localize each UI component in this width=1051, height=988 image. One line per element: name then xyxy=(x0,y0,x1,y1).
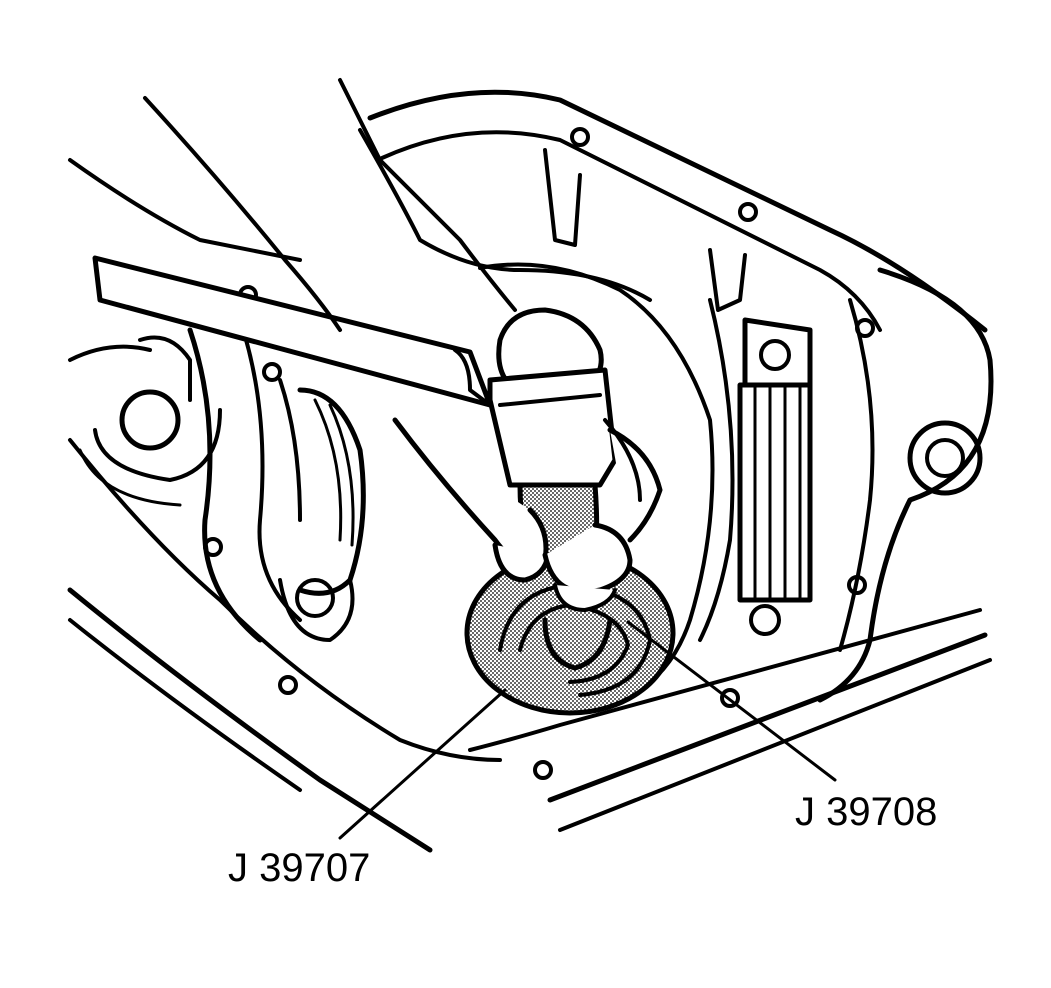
pan-bolt-hole-2 xyxy=(738,202,758,222)
callout-j39708: J 39708 xyxy=(795,790,938,834)
leader-line-j39708 xyxy=(626,620,837,782)
hand-wrist xyxy=(607,427,663,543)
pan-inner-upper-edge xyxy=(380,130,882,332)
hammer-handle xyxy=(92,255,493,408)
pan-bolt-hole-6 xyxy=(278,675,298,695)
right-boss-hole xyxy=(925,438,965,478)
lower-left-bolt xyxy=(295,578,335,618)
seal-installer-center xyxy=(542,617,613,671)
callout-j39707: J 39707 xyxy=(228,846,371,890)
pan-bolt-hole-8 xyxy=(533,760,553,780)
left-rib-1 xyxy=(187,327,263,643)
hand-finger-1 xyxy=(492,542,551,583)
pan-bolt-hole-4 xyxy=(847,575,867,595)
pan-bolt-hole-7 xyxy=(720,688,740,708)
lower-left-bolt-boss xyxy=(278,578,355,642)
inner-wall-left xyxy=(358,128,652,302)
left-rib-2 xyxy=(238,318,302,622)
left-bolt-boss xyxy=(119,389,181,451)
inner-wall-right xyxy=(698,298,735,642)
right-boss xyxy=(907,420,983,496)
hand-lower-arm xyxy=(68,158,302,262)
hand-wrist-inner xyxy=(603,418,642,502)
baffle-1 xyxy=(543,148,582,247)
right-baffle-bolt-top xyxy=(759,339,791,371)
left-gear-ring-1 xyxy=(313,398,343,542)
pan-bolt-hole-10 xyxy=(262,362,282,382)
pan-right-flange xyxy=(817,267,994,703)
right-baffle-top xyxy=(742,317,813,388)
lower-rail-1 xyxy=(547,632,988,803)
right-baffle-bolt-bottom xyxy=(749,604,781,636)
left-lower-housing-2 xyxy=(68,618,302,792)
hammer-head-body xyxy=(487,367,618,488)
hand-finger-3 xyxy=(553,583,617,612)
lower-rail-2 xyxy=(558,658,992,832)
pan-upper-edge xyxy=(367,89,988,333)
left-lower-housing xyxy=(67,587,433,853)
pan-bolt-hole-3 xyxy=(855,318,875,338)
left-bolt-ring xyxy=(93,408,222,482)
left-gear-ring-2 xyxy=(328,403,355,547)
hammer-head-facet xyxy=(498,393,602,407)
arm-sleeve xyxy=(143,96,342,332)
left-bolt-ring-2 xyxy=(78,448,182,507)
arm-upper xyxy=(338,78,517,312)
hand-finger-back xyxy=(68,344,152,362)
inner-wall-center xyxy=(478,262,715,702)
hand-thumb xyxy=(138,335,192,402)
left-rib-3 xyxy=(278,378,302,522)
hand-finger-2 xyxy=(542,522,633,595)
hammer-handle-collar xyxy=(453,348,492,407)
pan-bolt-hole-5 xyxy=(203,537,223,557)
pan-right-inner xyxy=(838,298,875,652)
seal-installer-ring-1 xyxy=(498,583,652,697)
leader-line-j39707 xyxy=(338,688,507,840)
lower-rail-3 xyxy=(468,608,982,752)
left-gear xyxy=(297,387,366,596)
baffle-2 xyxy=(708,248,747,312)
pan-bolt-hole-1 xyxy=(570,127,590,147)
